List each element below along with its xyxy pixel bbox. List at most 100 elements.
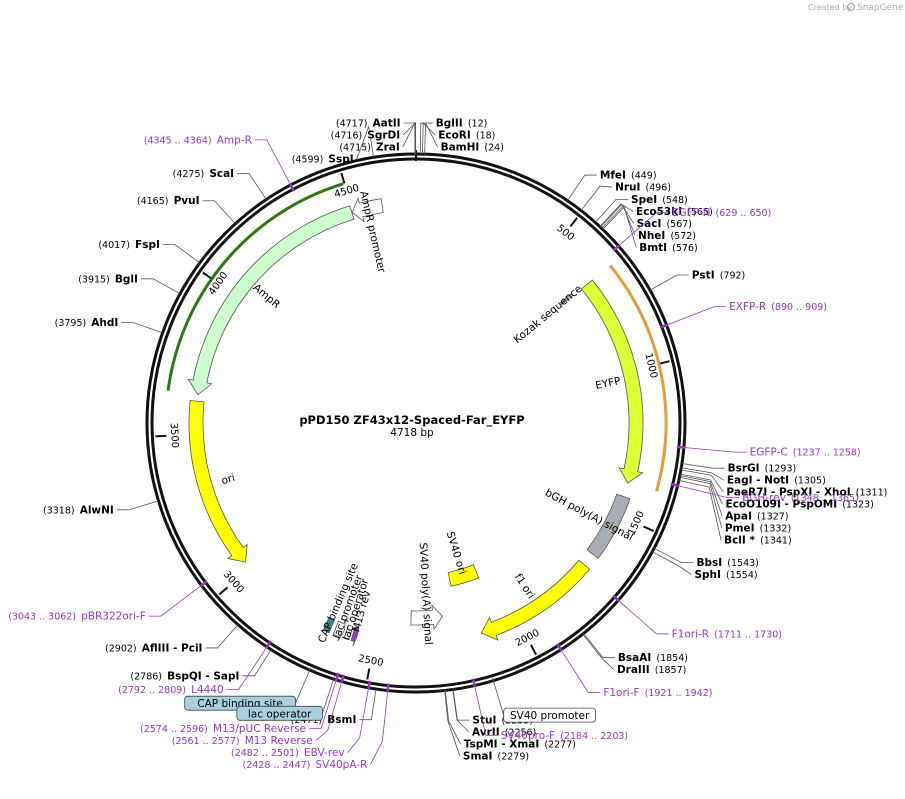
tick-label-2000: 2000 (514, 628, 542, 649)
primer-mark-bgh-rev (670, 482, 679, 488)
site-label-eco53ki: Eco53kI (565) (636, 200, 713, 219)
arc-ampr-outer (166, 182, 344, 391)
tick-label-3500: 3500 (168, 422, 180, 448)
primer-mark-sv40pa-r (386, 683, 390, 692)
tick-2500 (366, 668, 371, 680)
primer-leader-pbr322ori-f (148, 585, 202, 617)
tick-4500 (340, 172, 346, 184)
site-leader-aatii (403, 122, 417, 155)
boxed-leader-lac-operator (322, 676, 335, 714)
backbone (145, 150, 687, 694)
site-label-fspi: (4017) FspI (98, 233, 160, 252)
site-leader-bgli (140, 278, 181, 295)
tick-label-2500: 2500 (357, 653, 384, 669)
watermark-brand: SnapGene (857, 3, 904, 13)
site-leader-bspqi-sapi (242, 649, 272, 677)
feature-label-sv40-poly-a-signal: SV40 poly(A) signal (417, 542, 435, 645)
site-leader-paer7i-pspxi-xhoi (680, 469, 724, 493)
site-leader-pmei (679, 476, 723, 529)
primer-mark-f1ori-f (556, 643, 563, 652)
site-leader-draiii (582, 633, 615, 670)
site-leader-eagi-noti (681, 467, 725, 481)
primer-leader-sv40pa-r (370, 690, 389, 765)
site-label-spei: SpeI (548) (631, 188, 688, 207)
feature-lac-promoter (332, 618, 347, 642)
site-label-eagi-noti: EagI - NotI (1305) (727, 469, 826, 488)
primer-label-egfp-n: EGFP-N (629 .. 650) (672, 201, 771, 220)
plasmid-name: pPD150 ZF43x12-Spaced-Far_EYFP (299, 413, 524, 428)
primer-label-m13-reverse: (2561 .. 2577) M13 Reverse (172, 729, 313, 748)
primer-label-m13-puc-reverse: (2574 .. 2596) M13/pUC Reverse (140, 717, 306, 736)
primer-mark-m13-puc-reverse (334, 672, 340, 682)
primer-mark-ebv-rev (367, 680, 372, 689)
tick-1000 (658, 360, 670, 365)
site-leader-stui (452, 689, 470, 721)
site-leader-mfei (567, 174, 597, 201)
site-leader-eco53ki (599, 203, 634, 227)
feature-m13-rev (350, 623, 360, 647)
site-leader-saci (600, 203, 634, 228)
boxed-leader-cap-binding-site (295, 667, 312, 704)
primer-label-ebv-rev: (2482 .. 2501) EBV-rev (231, 741, 345, 760)
site-label-aatii: (4717) AatII (336, 112, 401, 131)
site-label-mfei: MfeI (449) (600, 164, 657, 183)
primer-leader-ebv-rev (347, 687, 369, 753)
tick-3500 (155, 434, 167, 438)
tick-2000 (530, 644, 537, 656)
site-label-bspqi-sapi: (2786) BspQI - SapI (130, 664, 239, 683)
site-label-bcli: BclI * (1341) (724, 529, 792, 548)
boxed-label-sv40-promoter: SV40 promoter (492, 677, 596, 723)
feature-outer-arcs (166, 182, 668, 492)
tick-label-3000: 3000 (221, 569, 246, 595)
site-leader-avrii (452, 689, 470, 733)
primer-label-bgh-rev: BGH-rev (1348 .. 1365) (742, 486, 859, 505)
site-leader-scai (237, 173, 267, 200)
feature-cap-binding-site (322, 616, 335, 634)
primer-mark-egfp-c (676, 445, 685, 449)
primer-label-f1ori-r: F1ori-R (1711 .. 1730) (672, 622, 782, 641)
feature-ampr (187, 205, 355, 396)
site-label-sspi: (4599) SspI (292, 148, 354, 167)
site-label-sphi: SphI (1554) (694, 563, 757, 582)
primer-leader-m13-reverse (315, 681, 343, 741)
feature-eyfp (580, 279, 644, 484)
tick-label-500: 500 (554, 223, 576, 243)
primer-leader-amp-r (254, 139, 292, 186)
feature-ori (188, 400, 248, 563)
site-leader-spei (595, 199, 629, 223)
primer-leader-egfp-c (683, 447, 747, 453)
tick-1500 (643, 525, 654, 532)
primer-mark-amp-r (289, 183, 296, 192)
site-label-bmti: BmtI (576) (639, 236, 698, 255)
site-leader-nhei (601, 205, 636, 236)
site-label-draiii: DraIII (1857) (617, 658, 686, 677)
site-leader-sphi (652, 551, 692, 575)
primer-leader-egfp-n (618, 211, 669, 247)
site-label-zrai: (4715) ZraI (339, 136, 399, 155)
boxed-label-lac-operator: lac operator (236, 676, 335, 721)
watermark-prefix: Created by (808, 3, 852, 12)
feature-label-f1-ori: f1 ori (512, 572, 537, 601)
primer-mark-l4440 (265, 640, 272, 649)
site-label-bbsi: BbsI (1543) (697, 551, 759, 570)
plasmid-title-block: pPD150 ZF43x12-Spaced-Far_EYFP 4718 bp (299, 413, 524, 439)
site-leader-nrui (580, 185, 613, 211)
site-leader-sgrdi (402, 122, 416, 155)
feature-ampr-promoter (351, 197, 384, 223)
boxed-text-lac-operator: lac operator (248, 708, 312, 720)
site-label-nhei: NheI (572) (638, 224, 696, 243)
watermark: Created by SnapGene (808, 2, 904, 13)
primer-mark-egfp-n (612, 244, 621, 252)
primer-leader-exfp-r (666, 306, 727, 326)
feature-label-kozak-sequence: Kozak sequence (512, 283, 585, 346)
site-leader-tspmi-xmai (444, 690, 462, 745)
site-label-bgli: (3915) BglI (78, 267, 138, 286)
primer-leader-sv40pro-f (474, 685, 498, 736)
primer-mark-exfp-r (659, 323, 668, 329)
site-label-saci: SacI (567) (637, 212, 692, 231)
tick-label-4000: 4000 (207, 270, 231, 297)
site-label-tspmi-xmai: TspMI - XmaI (2277) (464, 733, 576, 752)
feature-label-ori: ori (220, 472, 237, 487)
primer-mark-m13-reverse (340, 674, 345, 683)
